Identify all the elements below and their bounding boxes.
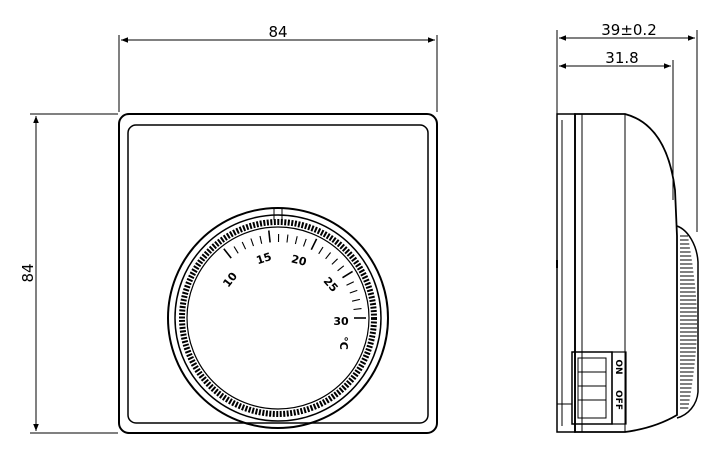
dial-tick [346, 281, 355, 286]
dial-tick [337, 265, 345, 272]
side-view: 39±0.2 31.8 ON OFF [556, 21, 699, 433]
dial-tick [286, 234, 289, 243]
dial-label-20: 20 [290, 252, 308, 268]
dial-unit-celsius: °C [337, 336, 350, 350]
dial-tick [241, 241, 247, 250]
switch-off-label: OFF [613, 390, 623, 410]
dial-label-30: 30 [333, 315, 349, 328]
dial-tick [233, 246, 239, 254]
front-height-label: 84 [19, 263, 37, 282]
dial-tick [342, 270, 354, 279]
dial-tick [250, 238, 255, 247]
switch-on-label: ON [613, 359, 623, 374]
front-width-label: 84 [268, 23, 287, 41]
dial-tick [349, 289, 358, 294]
knob-ridges [680, 235, 697, 409]
dial-knurled-ring [179, 219, 377, 417]
dial-label-15: 15 [255, 250, 274, 267]
dial-label-10: 10 [220, 270, 240, 290]
side-body-depth-dimension: 31.8 [559, 49, 674, 200]
front-view: 84 84 10 15 20 25 30 °C [19, 23, 438, 434]
dial-tick [294, 236, 298, 245]
dial-tick [351, 298, 361, 302]
front-width-dimension: 84 [118, 23, 438, 112]
side-body-profile [574, 113, 678, 433]
temperature-dial: 10 15 20 25 30 °C [167, 207, 389, 429]
side-overall-depth-dimension: 39±0.2 [556, 21, 698, 232]
dial-tick [331, 258, 338, 265]
front-height-dimension: 84 [19, 113, 118, 434]
dial-tick [223, 248, 232, 259]
dial-tick [325, 252, 332, 260]
housing-inner-bevel [127, 124, 429, 424]
dial-tick [259, 235, 263, 244]
side-dial-knob [676, 225, 699, 419]
dial-tick [353, 308, 362, 311]
side-overall-depth-label: 39±0.2 [601, 21, 657, 39]
dial-tick-marks [223, 230, 366, 319]
dial-tick [268, 230, 271, 243]
dial-tick [318, 246, 324, 255]
dial-tick [310, 238, 318, 251]
dial-tick [302, 238, 307, 247]
side-body-depth-label: 31.8 [605, 49, 638, 67]
on-off-switch[interactable]: ON OFF [557, 351, 627, 425]
housing-outline [118, 113, 438, 434]
dial-label-25: 25 [321, 275, 341, 295]
dial-outer-ring [167, 207, 389, 429]
